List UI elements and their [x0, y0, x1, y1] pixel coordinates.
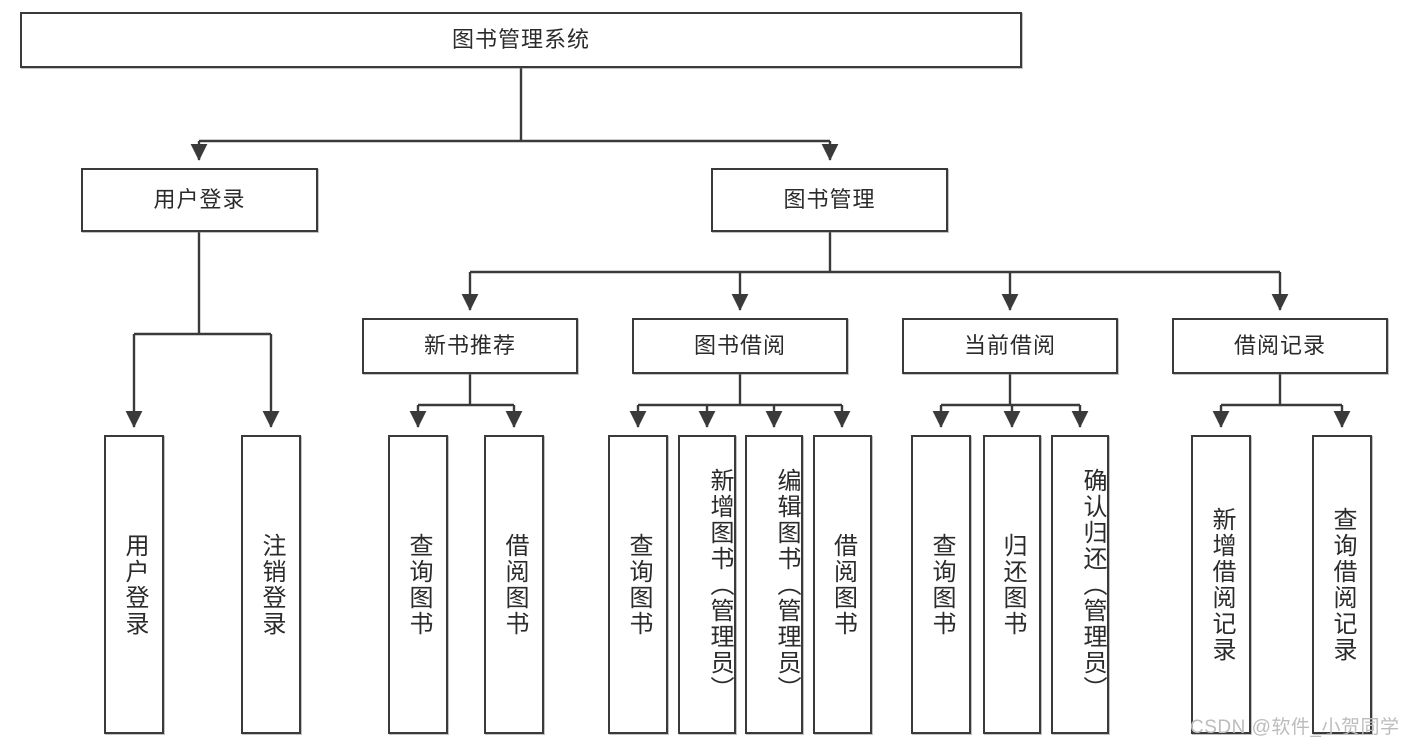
- node-label: 图书管理系统: [451, 26, 590, 52]
- node-book-borrow[interactable]: 图书借阅: [632, 318, 848, 374]
- node-leaf-borrow-book-1[interactable]: 借阅图书: [484, 435, 544, 734]
- node-new-book-recommend[interactable]: 新书推荐: [362, 318, 578, 374]
- node-leaf-add-borrow-record[interactable]: 新增借阅记录: [1191, 435, 1251, 734]
- node-leaf-logout-login[interactable]: 注销登录: [241, 435, 301, 734]
- node-leaf-query-book-3[interactable]: 查询图书: [911, 435, 971, 734]
- node-current-borrow[interactable]: 当前借阅: [902, 318, 1118, 374]
- node-label: 借阅图书: [501, 532, 528, 637]
- node-label: 查询图书: [625, 532, 652, 637]
- node-leaf-query-book-2[interactable]: 查询图书: [608, 435, 668, 734]
- node-label: 当前借阅: [963, 332, 1056, 358]
- node-user-login[interactable]: 用户登录: [81, 168, 318, 232]
- node-label: 注销登录: [258, 532, 285, 637]
- node-leaf-user-login[interactable]: 用户登录: [104, 435, 164, 734]
- node-label: 用户登录: [153, 186, 246, 212]
- node-label: 查询图书: [928, 532, 955, 637]
- node-label: 查询借阅记录: [1329, 506, 1356, 663]
- node-label: 用户登录: [121, 532, 148, 637]
- node-label: 编辑图书（管理员）: [773, 467, 800, 702]
- node-label: 借阅记录: [1233, 332, 1326, 358]
- node-leaf-add-book-admin[interactable]: 新增图书（管理员）: [678, 435, 736, 734]
- node-label: 新书推荐: [423, 332, 516, 358]
- node-borrow-record[interactable]: 借阅记录: [1172, 318, 1388, 374]
- node-label: 查询图书: [405, 532, 432, 637]
- node-label: 图书管理: [783, 186, 876, 212]
- node-label: 确认归还（管理员）: [1079, 467, 1106, 702]
- node-label: 新增借阅记录: [1208, 506, 1235, 663]
- node-leaf-query-book-1[interactable]: 查询图书: [388, 435, 448, 734]
- node-leaf-borrow-book-2[interactable]: 借阅图书: [813, 435, 872, 734]
- node-leaf-edit-book-admin[interactable]: 编辑图书（管理员）: [745, 435, 803, 734]
- node-leaf-return-book[interactable]: 归还图书: [983, 435, 1041, 734]
- node-system-title[interactable]: 图书管理系统: [20, 12, 1022, 68]
- node-label: 归还图书: [999, 532, 1026, 637]
- node-book-management[interactable]: 图书管理: [711, 168, 948, 232]
- watermark-text: CSDN @软件_小贺同学: [1190, 717, 1400, 738]
- node-leaf-confirm-return-admin[interactable]: 确认归还（管理员）: [1051, 435, 1109, 734]
- node-label: 图书借阅: [693, 332, 786, 358]
- node-label: 借阅图书: [829, 532, 857, 637]
- node-leaf-query-borrow-record[interactable]: 查询借阅记录: [1312, 435, 1372, 734]
- node-label: 新增图书（管理员）: [706, 467, 733, 702]
